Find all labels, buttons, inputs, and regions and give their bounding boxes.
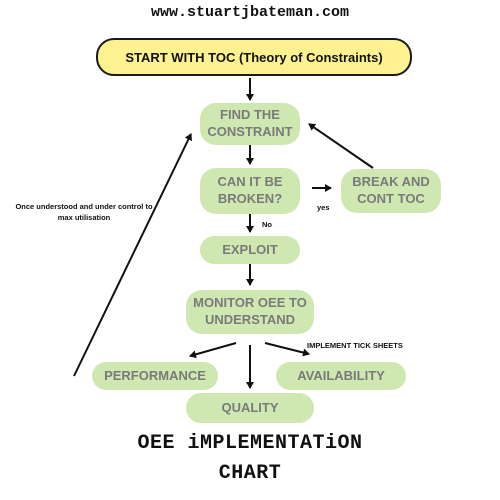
find-constraint-node: FIND THE CONSTRAINT — [200, 103, 300, 145]
exploit-node: EXPLOIT — [200, 236, 300, 264]
chart-title-line1: OEE iMPLEMENTATiON — [137, 432, 363, 455]
loop-note-label: Once understood and under control to max… — [15, 202, 153, 222]
break-and-cont-toc-node: BREAK AND CONT TOC — [341, 169, 441, 213]
no-label: No — [262, 220, 272, 229]
yes-label: yes — [317, 203, 330, 212]
arrow-break-to-find — [308, 123, 374, 169]
availability-node: AVAILABILITY — [276, 362, 406, 390]
tick-sheets-label: IMPLEMENT TICK SHEETS — [307, 341, 403, 350]
website-url: www.stuartjbateman.com — [150, 4, 350, 21]
performance-node: PERFORMANCE — [92, 362, 218, 390]
arrow-loop-to-find — [73, 133, 192, 377]
arrow-monitor-to-availability — [264, 342, 310, 357]
quality-node: QUALITY — [186, 393, 314, 423]
start-toc-node: START WITH TOC (Theory of Constraints) — [96, 38, 412, 76]
arrow-monitor-to-performance — [189, 342, 237, 359]
monitor-oee-node: MONITOR OEE TO UNDERSTAND — [186, 290, 314, 334]
can-it-be-broken-node: CAN IT BE BROKEN? — [200, 168, 300, 214]
chart-title-line2: CHART — [218, 462, 282, 485]
